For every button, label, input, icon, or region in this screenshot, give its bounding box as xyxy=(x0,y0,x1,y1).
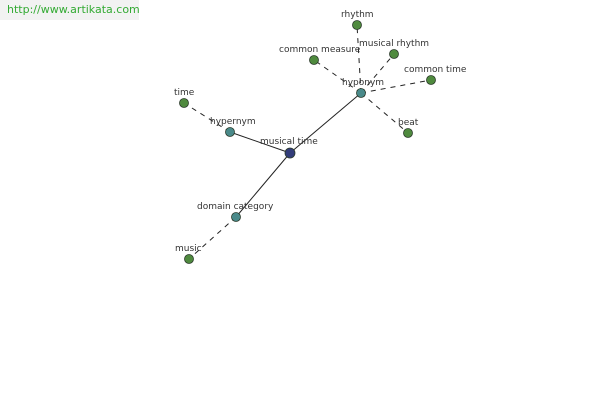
term-label-common-time[interactable]: common time xyxy=(404,65,467,75)
edge-hyponym-rhythm xyxy=(356,24,362,94)
term-label-musical-rhythm[interactable]: musical rhythm xyxy=(359,39,429,49)
term-label-music[interactable]: music xyxy=(175,244,202,254)
term-node-rhythm[interactable] xyxy=(352,20,362,30)
graph-edges xyxy=(183,24,432,260)
term-node-music[interactable] xyxy=(184,254,194,264)
term-label-common-measure[interactable]: common measure xyxy=(279,45,361,55)
edge-hyponym-musical-rhythm xyxy=(360,53,395,94)
relation-label-hypernym[interactable]: hypernym xyxy=(210,117,256,127)
relation-node-hypernym[interactable] xyxy=(225,127,235,137)
edge-hyponym-common-measure xyxy=(313,59,362,94)
graph-nodes xyxy=(179,20,436,264)
center-label[interactable]: musical time xyxy=(260,137,318,147)
term-node-common-measure[interactable] xyxy=(309,55,319,65)
relation-label-domain-category[interactable]: domain category xyxy=(197,202,274,212)
relation-label-hyponym[interactable]: hyponym xyxy=(342,78,384,88)
term-node-time[interactable] xyxy=(179,98,189,108)
term-label-rhythm[interactable]: rhythm xyxy=(341,10,374,20)
term-node-musical-rhythm[interactable] xyxy=(389,49,399,59)
edge-hyponym-beat xyxy=(360,92,409,134)
term-label-time[interactable]: time xyxy=(174,88,195,98)
edge-domain-category-music xyxy=(188,216,237,260)
site-url[interactable]: http://www.artikata.com xyxy=(0,0,139,20)
edge-center-hyponym xyxy=(289,92,362,154)
center-node[interactable] xyxy=(284,147,296,159)
edge-center-hypernym xyxy=(229,131,291,154)
edge-hyponym-common-time xyxy=(360,79,432,94)
relation-node-hyponym[interactable] xyxy=(356,88,366,98)
term-label-beat[interactable]: beat xyxy=(398,118,419,128)
edge-center-domain-category xyxy=(235,152,291,218)
term-node-common-time[interactable] xyxy=(426,75,436,85)
term-node-beat[interactable] xyxy=(403,128,413,138)
relation-node-domain-category[interactable] xyxy=(231,212,241,222)
